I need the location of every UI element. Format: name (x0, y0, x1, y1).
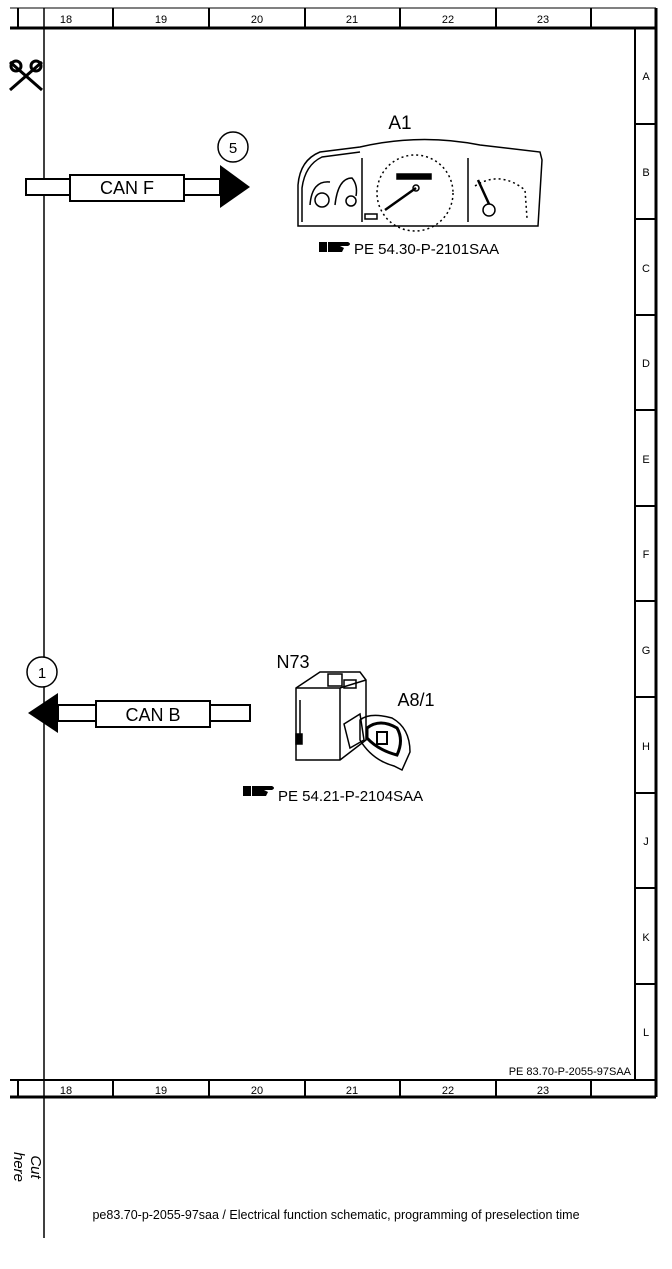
col-label-top: 23 (537, 14, 549, 26)
row-label: F (643, 549, 650, 561)
col-label-bottom: 20 (251, 1085, 263, 1097)
scissors-icon (9, 59, 43, 92)
can-f-connector: CAN F (25, 165, 250, 208)
row-label: A (642, 71, 650, 83)
row-ticks (635, 123, 656, 985)
row-label: L (643, 1027, 649, 1039)
col-label-top: 22 (442, 14, 454, 26)
col-label-top: 20 (251, 14, 263, 26)
switch-ref-text: PE 54.21-P-2104SAA (278, 788, 423, 805)
cut-here-label: Cut here (10, 1151, 44, 1183)
can-b-connector: CAN B (28, 693, 251, 733)
svg-text:5: 5 (229, 140, 237, 157)
hand-pointer-icon (243, 786, 274, 796)
can-b-label: CAN B (125, 705, 180, 725)
instrument-cluster-icon (297, 138, 543, 232)
drawing-id: PE 83.70-P-2055-97SAA (509, 1066, 632, 1078)
instrument-cluster-label: A1 (388, 113, 411, 134)
can-b-marker: 1 (26, 656, 58, 688)
col-label-bottom: 18 (60, 1085, 72, 1097)
arrow-right-icon (220, 165, 250, 208)
cluster-ref-text: PE 54.30-P-2101SAA (354, 241, 499, 258)
row-label: G (642, 645, 651, 657)
column-ticks (17, 8, 592, 1097)
switch-ref: PE 54.21-P-2104SAA (243, 786, 423, 805)
row-label: B (642, 167, 649, 179)
hand-pointer-icon (319, 242, 350, 252)
svg-text:1: 1 (38, 665, 46, 682)
schematic-caption: pe83.70-p-2055-97saa / Electrical functi… (92, 1208, 580, 1222)
col-label-top: 21 (346, 14, 358, 26)
col-label-bottom: 22 (442, 1085, 454, 1097)
can-f-marker: 5 (217, 131, 249, 163)
ignition-switch-icon (295, 671, 367, 761)
row-label: C (642, 263, 650, 275)
arrow-left-icon (28, 693, 58, 733)
col-label-top: 19 (155, 14, 167, 26)
ignition-switch-label: N73 (276, 652, 309, 672)
col-label-bottom: 19 (155, 1085, 167, 1097)
key-label: A8/1 (397, 690, 434, 710)
can-f-label: CAN F (100, 178, 154, 198)
row-label: H (642, 741, 650, 753)
col-label-bottom: 23 (537, 1085, 549, 1097)
cluster-ref: PE 54.30-P-2101SAA (319, 241, 499, 258)
row-label: J (643, 836, 649, 848)
row-label: K (642, 932, 650, 944)
key-icon (343, 712, 411, 772)
row-label: E (642, 454, 649, 466)
col-label-bottom: 21 (346, 1085, 358, 1097)
col-label-top: 18 (60, 14, 72, 26)
row-label: D (642, 358, 650, 370)
